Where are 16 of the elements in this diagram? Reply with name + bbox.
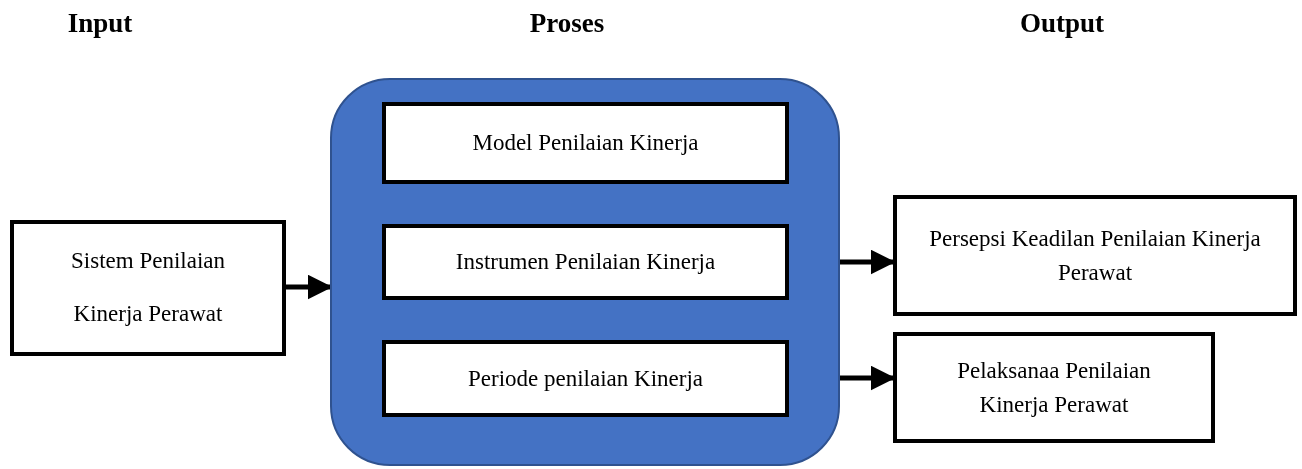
process-box bbox=[382, 340, 789, 417]
process-box bbox=[893, 195, 1297, 316]
box-text: Persepsi Keadilan Penilaian Kinerja Perawat bbox=[928, 225, 1262, 287]
process-box bbox=[10, 220, 286, 356]
column-heading: Input bbox=[67, 8, 133, 39]
column-heading: Proses bbox=[529, 8, 605, 39]
box-text: Sistem Penilaian Kinerja Perawat bbox=[70, 247, 226, 328]
process-box bbox=[893, 332, 1215, 443]
box-text: Pelaksanaa Penilaian Kinerja Perawat bbox=[956, 357, 1152, 419]
box-text: Periode penilaian Kinerja bbox=[467, 364, 704, 393]
process-box bbox=[382, 224, 789, 300]
box-text: Model Penilaian Kinerja bbox=[471, 129, 700, 158]
box-text: Instrumen Penilaian Kinerja bbox=[454, 248, 717, 277]
process-panel bbox=[330, 78, 840, 466]
process-box bbox=[382, 102, 789, 184]
column-heading: Output bbox=[1020, 8, 1104, 39]
